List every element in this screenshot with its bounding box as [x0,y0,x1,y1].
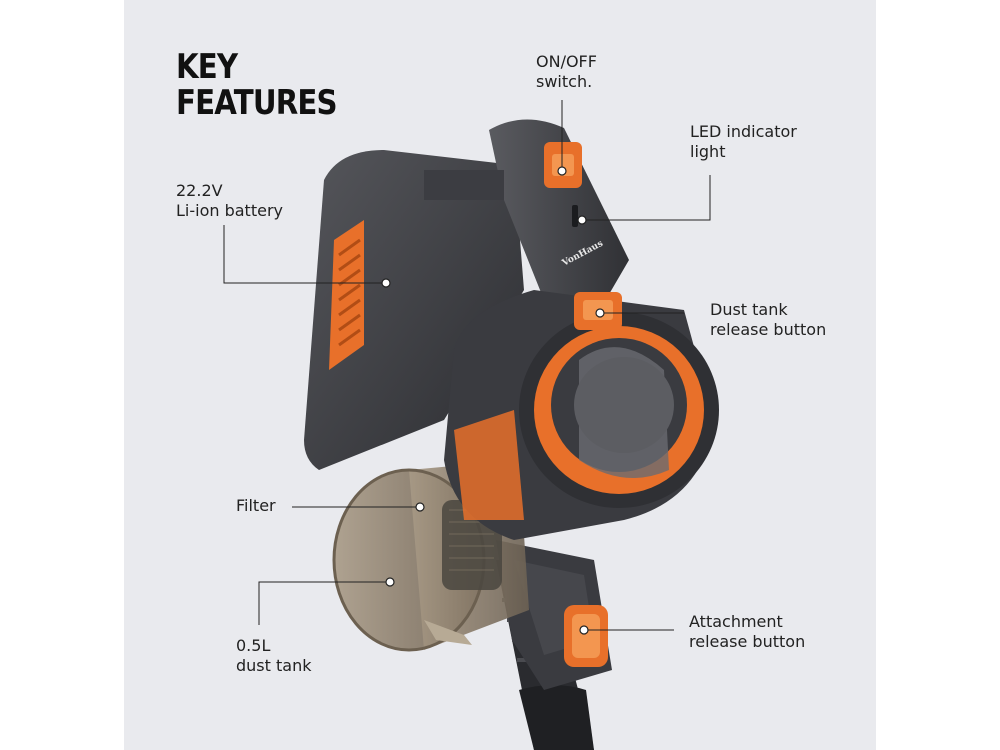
dust-release-dot [595,308,605,318]
feature-panel: VonHaus [124,0,876,750]
vacuum-illustration: VonHaus [223,100,719,750]
battery-label: 22.2V Li-ion battery [176,181,283,220]
heading-line-1: KEY [176,47,238,87]
on-off-dot [557,166,567,176]
callout-dots [381,166,605,635]
callout-lines [223,100,711,631]
motor-housing [444,290,719,540]
on-off-switch-label: ON/OFF switch. [536,52,597,91]
battery-pack [304,150,524,470]
attachment-release-label: Attachment release button [689,612,806,651]
filter-label: Filter [236,496,276,515]
dust-tank-label: 0.5L dust tank [236,636,312,675]
heading-line-2: FEATURES [176,83,338,123]
battery-callout-line [223,225,386,284]
dust-tank-release-label: Dust tank release button [710,300,827,339]
led-dot [577,215,587,225]
dust-tank-dot [385,577,395,587]
attachment-release-button-shape [564,605,608,667]
dust-tank-callout-line [258,581,390,625]
led-callout-line [582,175,711,221]
battery-dot [381,278,391,288]
led-indicator-label: LED indicator light [690,122,797,161]
attachment-dot [579,625,589,635]
filter-dot [415,502,425,512]
handle: VonHaus [424,119,629,320]
